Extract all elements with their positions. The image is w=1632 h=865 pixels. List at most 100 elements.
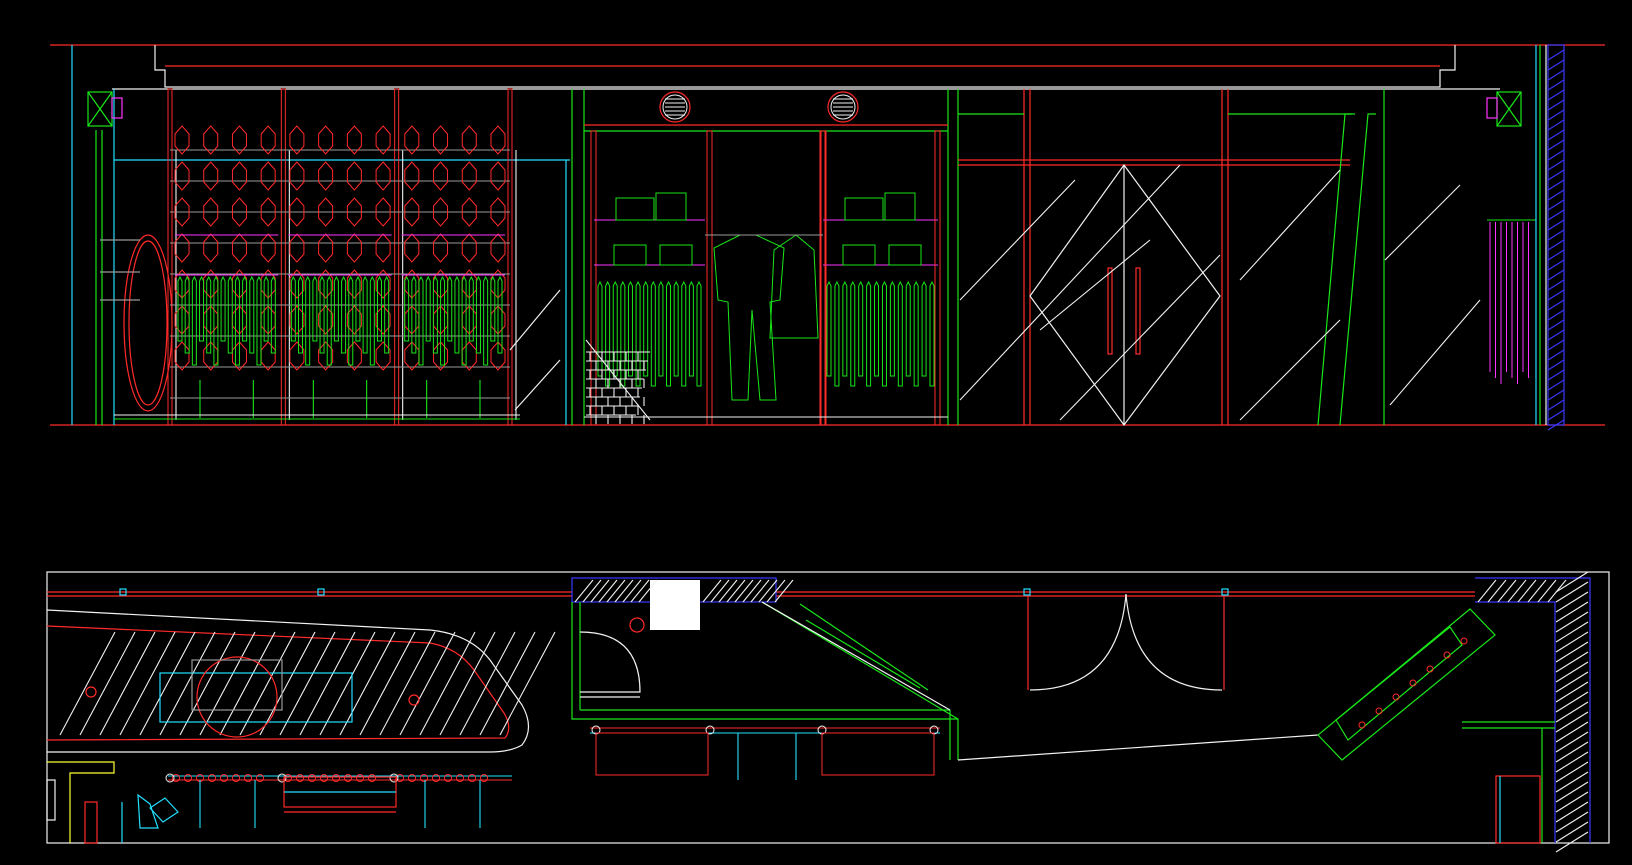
- hanging-accessory: [289, 125, 305, 155]
- hanging-garment: [688, 280, 694, 377]
- wall-hatch-line: [1547, 79, 1565, 91]
- hanging-garment: [666, 280, 672, 387]
- counter-hatch-line: [99, 631, 156, 736]
- shelf-light: [1443, 651, 1451, 659]
- hanging-accessory: [433, 161, 449, 191]
- spotlight-left-lamp: [111, 97, 123, 119]
- hanging-garment: [834, 280, 840, 387]
- hanging-accessory: [260, 341, 276, 371]
- hanging-accessory: [461, 233, 477, 263]
- hanging-accessory: [231, 197, 247, 227]
- display-handbag: [655, 192, 687, 221]
- vent-grilles: [659, 91, 859, 123]
- hanging-garment: [242, 275, 248, 342]
- hanging-accessory: [346, 197, 362, 227]
- hanging-garment: [696, 280, 702, 387]
- folded-stack: [842, 244, 876, 266]
- plan-border: [46, 571, 1610, 844]
- partition-hatch-line: [598, 579, 618, 603]
- hanging-garment: [881, 280, 887, 387]
- display-plinth-outline: [47, 761, 115, 843]
- partition-hatch-line: [574, 579, 594, 603]
- wall-hatch-line: [1547, 259, 1565, 271]
- vent-grille-inner: [662, 94, 688, 120]
- angled-wall-shelf: [1317, 608, 1496, 761]
- hanging-accessory: [289, 269, 305, 299]
- left-wall-display-grid: [114, 88, 520, 426]
- shelf-light: [1426, 665, 1434, 673]
- plan-wall-hatch-line: [1555, 601, 1589, 623]
- partition-hatch-line: [582, 579, 602, 603]
- glass-reflection: [1389, 299, 1481, 406]
- counter-hatch-line: [139, 631, 196, 736]
- folded-stack: [659, 244, 693, 266]
- partition-hatch-line: [702, 579, 722, 603]
- hanging-accessory: [490, 341, 506, 371]
- hanging-accessory: [318, 305, 334, 335]
- hanging-accessory: [490, 233, 506, 263]
- spotlight-box-left-cross-2: [87, 91, 113, 127]
- counter-fixing-right: [408, 694, 420, 706]
- wall-hatch-line: [1547, 379, 1565, 391]
- front-post-3: [1023, 588, 1031, 596]
- wall-hatch-line: [1547, 289, 1565, 301]
- counter-display-glass: [159, 672, 353, 723]
- partition-hatch-line: [622, 579, 642, 603]
- wall-hatch-line: [1547, 419, 1565, 431]
- hanging-accessory: [346, 125, 362, 155]
- plan-wall-hatch-line: [1477, 579, 1497, 603]
- partition-hatch-line: [750, 579, 770, 603]
- hanging-garment: [866, 280, 872, 387]
- counter-hatch-line: [59, 631, 116, 736]
- cash-counter-outline: [46, 609, 530, 753]
- mid-fixture-right: [821, 732, 935, 776]
- hanging-accessory: [346, 161, 362, 191]
- hanging-garment: [290, 275, 296, 342]
- angled-glass-fin-left: [1317, 113, 1352, 426]
- counter-hatch-line: [119, 631, 176, 736]
- oval-mirror-frame: [123, 234, 173, 412]
- ceiling-bulkhead: [154, 45, 1456, 88]
- plan-wall-hatch-line: [1555, 681, 1589, 703]
- shelf-light: [1392, 693, 1400, 701]
- plan-wall-hatch-line: [1555, 691, 1589, 713]
- hanging-accessory: [461, 197, 477, 227]
- counter-hatch-line: [439, 631, 496, 736]
- rail-hanger: [480, 774, 488, 782]
- hanging-accessory: [203, 197, 219, 227]
- hanging-garment: [411, 275, 417, 354]
- wall-hatch-line: [1547, 209, 1565, 221]
- hanging-garment: [612, 280, 618, 377]
- counter-stool-circle: [196, 656, 278, 738]
- rail-hanger: [256, 774, 264, 782]
- hanging-accessory: [490, 161, 506, 191]
- counter-hatch-line: [399, 631, 456, 736]
- wall-hatch-line: [1547, 309, 1565, 321]
- hanging-garment: [177, 275, 183, 342]
- folded-stack: [613, 244, 647, 266]
- rail-hanger: [408, 774, 416, 782]
- fitting-room-wall: [571, 602, 959, 760]
- partition-hatch-line: [774, 579, 794, 603]
- door-swing-left: [1029, 593, 1127, 691]
- front-post-2: [317, 588, 325, 596]
- hanging-garment: [199, 275, 205, 342]
- rail-hanger: [184, 774, 192, 782]
- hanging-garment: [362, 275, 368, 354]
- hanging-accessory: [231, 125, 247, 155]
- partition-hatch-line: [710, 579, 730, 603]
- hanging-garment: [220, 275, 226, 342]
- glass-reflection: [1039, 239, 1151, 331]
- plan-wall-hatch-line: [1555, 581, 1589, 603]
- hanging-accessory: [289, 341, 305, 371]
- wall-hatch-line: [1547, 359, 1565, 371]
- hanging-garment: [874, 280, 880, 377]
- hanging-accessory: [260, 197, 276, 227]
- wall-hatch-line: [1547, 369, 1565, 381]
- wall-hatch-line: [1547, 139, 1565, 151]
- rail-hanger: [244, 774, 252, 782]
- counter-hatch-line: [259, 631, 316, 736]
- hanging-accessory: [490, 125, 506, 155]
- plan-wall-hatch-line: [1517, 579, 1537, 603]
- hanging-accessory: [231, 161, 247, 191]
